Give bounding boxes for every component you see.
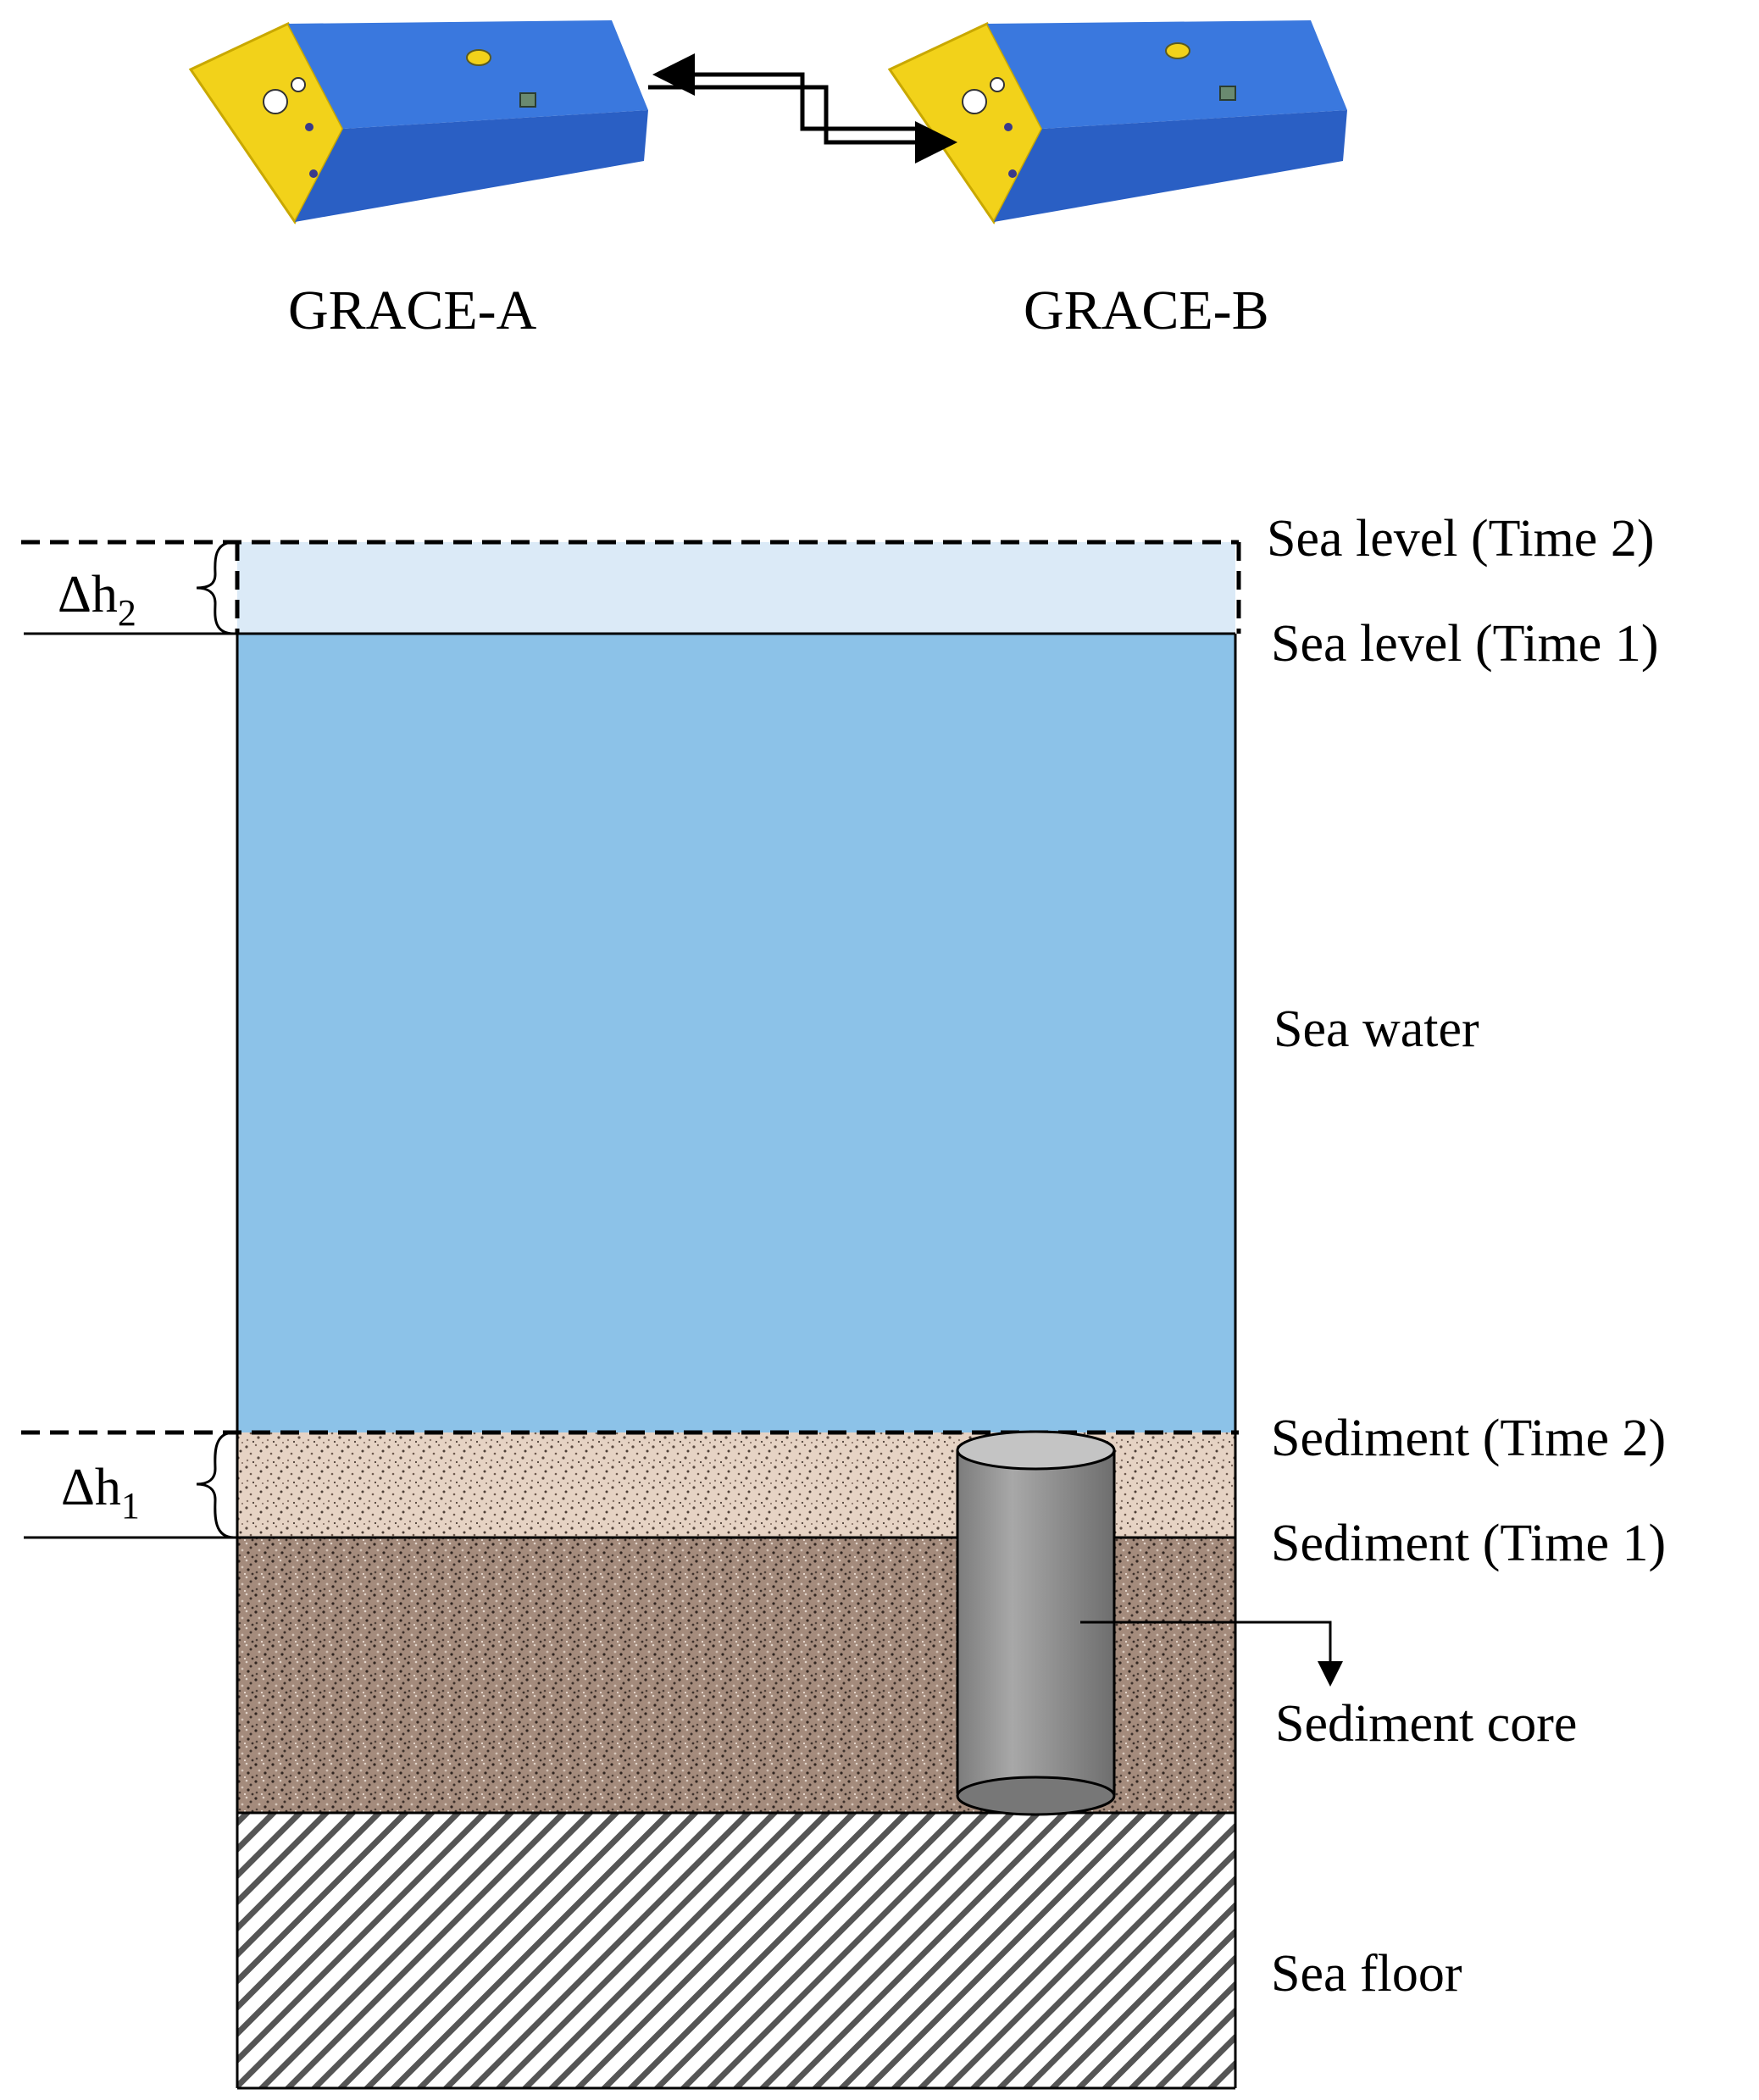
sea-water-label: Sea water [1273, 1000, 1479, 1058]
satellite-grace-b [887, 20, 1347, 224]
grace-b-label: GRACE-B [1024, 280, 1269, 341]
delta-h2-brace [196, 540, 235, 635]
sea-level-time2-label: Sea level (Time 2) [1267, 510, 1654, 568]
delta-h1-label: Δh1 [61, 1459, 140, 1527]
sea-floor-label: Sea floor [1271, 1945, 1462, 2003]
sediment-time2-label: Sediment (Time 2) [1271, 1410, 1666, 1467]
satellite-link-arrows [648, 53, 957, 163]
sea-level-rise-layer [237, 542, 1235, 634]
delta-h2-label: Δh2 [58, 566, 136, 634]
grace-a-label: GRACE-A [288, 280, 537, 341]
sea-water-layer [237, 634, 1235, 1432]
sea-level-time2-dashed [21, 540, 1241, 634]
delta-h1-brace [196, 1431, 235, 1539]
sediment-core-pointer [1080, 1621, 1343, 1687]
sediment-core-label: Sediment core [1275, 1695, 1577, 1753]
sea-floor-layer [237, 1813, 1235, 2088]
satellite-grace-a [188, 20, 648, 224]
sea-level-time1-label: Sea level (Time 1) [1271, 615, 1658, 673]
sediment-time1-label: Sediment (Time 1) [1271, 1515, 1666, 1572]
